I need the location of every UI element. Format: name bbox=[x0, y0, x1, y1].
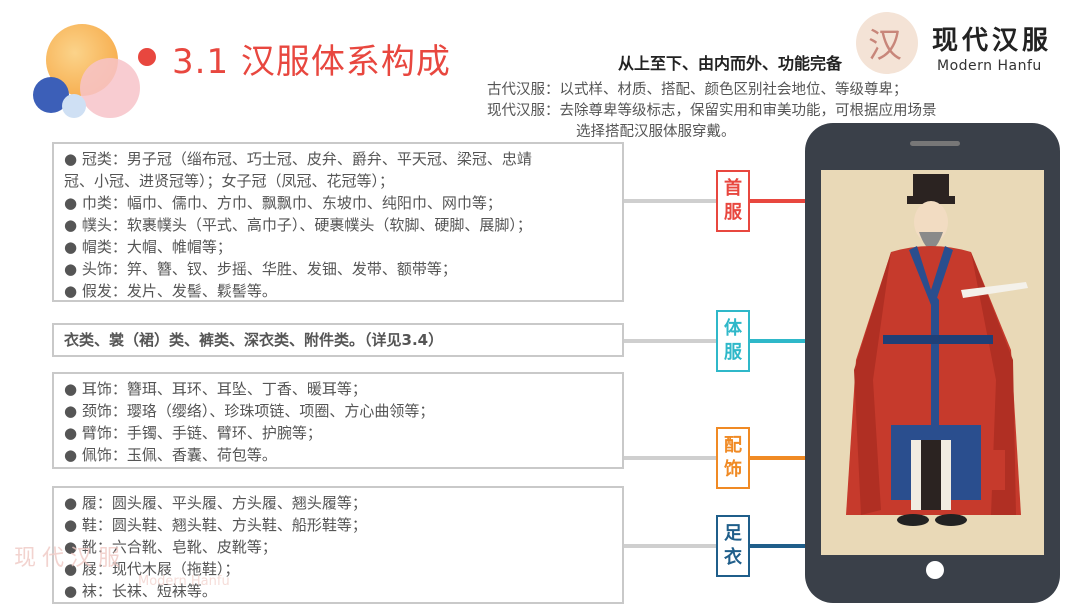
list-item: ● 幞头：软裹幞头（平式、高巾子）、硬裹幞头（软脚、硬脚、展脚）； bbox=[64, 216, 532, 234]
list-item: ● 袜：长袜、短袜等。 bbox=[64, 582, 217, 600]
modern-description-cont: 选择搭配汉服体服穿戴。 bbox=[576, 124, 736, 140]
list-item: ● 靴：六合靴、皂靴、皮靴等； bbox=[64, 538, 277, 556]
connector-gray bbox=[624, 456, 716, 460]
category-label: 饰 bbox=[724, 459, 742, 480]
accessories-box: ● 耳饰：簪珥、耳环、耳坠、丁香、暖耳等； ● 颈饰：璎珞（缨络）、珍珠项链、项… bbox=[52, 372, 624, 469]
list-item: ● 巾类：幅巾、儒巾、方巾、飘飘巾、东坡巾、纯阳巾、网巾等； bbox=[64, 194, 502, 212]
connector-gray bbox=[624, 199, 716, 203]
list-item: 衣类、裳（裙）类、裤类、深衣类、附件类。（详见3.4） bbox=[64, 331, 444, 349]
category-label: 服 bbox=[724, 342, 742, 363]
list-item: ● 鞋：圆头鞋、翘头鞋、方头鞋、船形鞋等； bbox=[64, 516, 367, 534]
connector-gray bbox=[624, 544, 716, 548]
hanfu-figure-illustration bbox=[821, 170, 1044, 555]
phone-speaker bbox=[910, 141, 960, 146]
watermark: 现代汉服 bbox=[14, 546, 127, 571]
category-headwear: 首 服 bbox=[716, 170, 750, 232]
watermark-small: Modern Hanfu bbox=[138, 574, 230, 589]
category-label: 衣 bbox=[724, 547, 742, 568]
list-item: ● 冠类：男子冠（缁布冠、巧士冠、皮弁、爵弁、平天冠、梁冠、忠靖 bbox=[64, 150, 532, 168]
title-dot bbox=[138, 48, 156, 66]
category-body-clothing: 体 服 bbox=[716, 310, 750, 372]
headwear-box: ● 冠类：男子冠（缁布冠、巧士冠、皮弁、爵弁、平天冠、梁冠、忠靖 冠、小冠、进贤… bbox=[52, 142, 624, 302]
portrait-painting bbox=[821, 170, 1044, 555]
logo-english: Modern Hanfu bbox=[937, 58, 1042, 74]
list-item: ● 履：圆头履、平头履、方头履、翘头履等； bbox=[64, 494, 367, 512]
body-clothing-box: 衣类、裳（裙）类、裤类、深衣类、附件类。（详见3.4） bbox=[52, 323, 624, 357]
category-label: 配 bbox=[724, 435, 742, 456]
page-title: 3.1 汉服体系构成 bbox=[172, 42, 451, 82]
list-item: ● 颈饰：璎珞（缨络）、珍珠项链、项圈、方心曲领等； bbox=[64, 402, 435, 420]
ancient-description: 古代汉服：以式样、材质、搭配、颜色区别社会地位、等级尊卑； bbox=[487, 82, 908, 98]
list-item: ● 耳饰：簪珥、耳环、耳坠、丁香、暖耳等； bbox=[64, 380, 367, 398]
logo-text: 现代汉服 bbox=[932, 26, 1053, 56]
category-label: 服 bbox=[724, 202, 742, 223]
list-item: 冠、小冠、进贤冠等）；女子冠（凤冠、花冠等）； bbox=[64, 172, 395, 190]
connector-gray bbox=[624, 339, 716, 343]
category-footwear: 足 衣 bbox=[716, 515, 750, 577]
decor-circle-pink bbox=[80, 58, 140, 118]
subtitle: 从上至下、由内而外、功能完备 bbox=[618, 54, 843, 73]
list-item: ● 假发：发片、发髻、鬏髻等。 bbox=[64, 282, 277, 300]
category-label: 体 bbox=[724, 318, 742, 339]
list-item: ● 臂饰：手镯、手链、臂环、护腕等； bbox=[64, 424, 322, 442]
category-label: 首 bbox=[724, 178, 742, 199]
list-item: ● 帽类：大帽、帷帽等； bbox=[64, 238, 232, 256]
logo-mark bbox=[856, 12, 918, 74]
list-item: ● 佩饰：玉佩、香囊、荷包等。 bbox=[64, 446, 277, 464]
list-item: ● 屐：现代木屐（拖鞋）； bbox=[64, 560, 240, 578]
category-label: 足 bbox=[724, 523, 742, 544]
logo-char: 汉 bbox=[868, 26, 902, 66]
modern-description: 现代汉服：去除尊卑等级标志，保留实用和审美功能，可根据应用场景 bbox=[487, 103, 937, 119]
category-accessories: 配 饰 bbox=[716, 427, 750, 489]
phone-home-button bbox=[926, 561, 944, 579]
footwear-box: ● 履：圆头履、平头履、方头履、翘头履等； ● 鞋：圆头鞋、翘头鞋、方头鞋、船形… bbox=[52, 486, 624, 604]
decor-circle-lightblue bbox=[62, 94, 86, 118]
list-item: ● 头饰：笄、簪、钗、步摇、华胜、发钿、发带、额带等； bbox=[64, 260, 457, 278]
